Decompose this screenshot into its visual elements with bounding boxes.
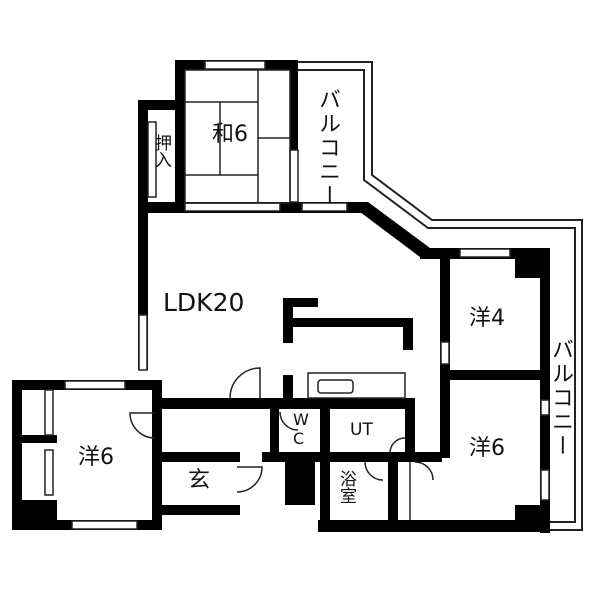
room-label-oshiire: 押入 xyxy=(151,134,171,168)
windows xyxy=(44,60,550,530)
room-label-balcony-east: バルコニー xyxy=(548,338,573,458)
room-label-ldk: LDK20 xyxy=(163,288,245,317)
room-label-bath: 浴室 xyxy=(336,470,356,504)
room-label-washitsu: 和6 xyxy=(212,122,248,147)
room-label-genkan: 玄 xyxy=(188,468,211,493)
room-label-ut: UT xyxy=(350,420,373,440)
room-label-western-6-west: 洋6 xyxy=(78,445,114,470)
tatami-lines xyxy=(184,69,291,204)
room-label-wc: WC xyxy=(293,410,309,448)
balcony-outline xyxy=(290,61,583,531)
room-label-balcony-north: バルコニー xyxy=(315,88,340,208)
room-label-western-6-east: 洋6 xyxy=(469,436,505,461)
room-label-western-4: 洋4 xyxy=(469,306,505,331)
doors xyxy=(129,367,434,520)
